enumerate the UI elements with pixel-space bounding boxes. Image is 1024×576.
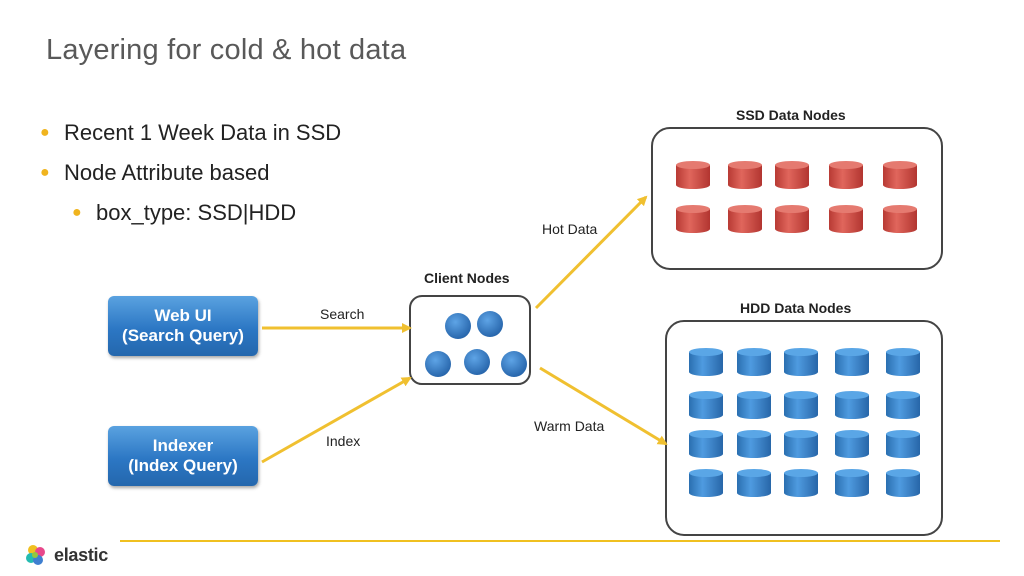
footer-divider [120,540,1000,542]
data-node-cylinder [784,430,818,458]
data-node-cylinder [784,469,818,497]
index-label: Index [326,433,361,449]
data-node-cylinder [737,391,771,419]
elastic-logo-icon [26,545,45,565]
client-node [425,351,451,377]
bullet-text: Node Attribute based [64,160,270,185]
data-node-cylinder [784,391,818,419]
client-node [501,351,527,377]
indexer-box: Indexer (Index Query) [108,426,258,486]
bullet-item: ● Node Attribute based [40,156,341,196]
bullet-dot-icon: ● [40,124,50,141]
data-node-cylinder [829,205,863,233]
search-label: Search [320,306,365,322]
elastic-logo-text: elastic [54,544,108,565]
warm-data-label: Warm Data [534,418,605,434]
hdd-nodes-title: HDD Data Nodes [740,300,852,316]
slide-title: Layering for cold & hot data [46,34,407,66]
indexer-sublabel: (Index Query) [128,456,238,475]
data-node-cylinder [883,205,917,233]
ssd-nodes-title: SSD Data Nodes [736,107,846,123]
bullet-item: ● Recent 1 Week Data in SSD [40,116,341,156]
data-node-cylinder [676,161,710,189]
data-node-cylinder [835,430,869,458]
data-node-cylinder [775,205,809,233]
web-ui-label: Web UI [154,306,212,325]
data-node-cylinder [829,161,863,189]
data-node-cylinder [728,161,762,189]
data-node-cylinder [886,391,920,419]
hdd-nodes-box [665,320,943,536]
data-node-cylinder [784,348,818,376]
data-node-cylinder [689,348,723,376]
data-node-cylinder [737,430,771,458]
client-nodes-title: Client Nodes [424,270,510,286]
bullet-text: Recent 1 Week Data in SSD [64,120,342,145]
data-node-cylinder [886,469,920,497]
ssd-nodes-box [651,127,943,270]
data-node-cylinder [689,469,723,497]
data-node-cylinder [835,348,869,376]
warm-data-arrow [539,366,668,446]
hot-data-label: Hot Data [542,221,598,237]
data-node-cylinder [835,391,869,419]
hot-data-arrow [534,195,648,310]
hdd-cylinders [689,348,920,497]
data-node-cylinder [886,348,920,376]
client-node [464,349,490,375]
index-arrow [261,376,412,464]
web-ui-box: Web UI (Search Query) [108,296,258,356]
data-node-cylinder [835,469,869,497]
indexer-label: Indexer [152,436,214,455]
data-node-cylinder [728,205,762,233]
ssd-cylinders [676,161,917,233]
data-node-cylinder [775,161,809,189]
data-node-cylinder [886,430,920,458]
elastic-logo: elastic [24,543,108,567]
data-node-cylinder [689,391,723,419]
bullet-text: box_type: SSD|HDD [96,200,297,225]
data-node-cylinder [737,348,771,376]
data-node-cylinder [689,430,723,458]
bullet-list: ● Recent 1 Week Data in SSD ● Node Attri… [40,116,341,236]
web-ui-sublabel: (Search Query) [122,326,244,345]
client-node [445,313,471,339]
sub-bullet-item: ● box_type: SSD|HDD [40,196,341,236]
data-node-cylinder [883,161,917,189]
data-node-cylinder [676,205,710,233]
bullet-dot-icon: ● [40,164,50,181]
client-node [477,311,503,337]
bullet-dot-icon: ● [72,204,82,221]
data-node-cylinder [737,469,771,497]
